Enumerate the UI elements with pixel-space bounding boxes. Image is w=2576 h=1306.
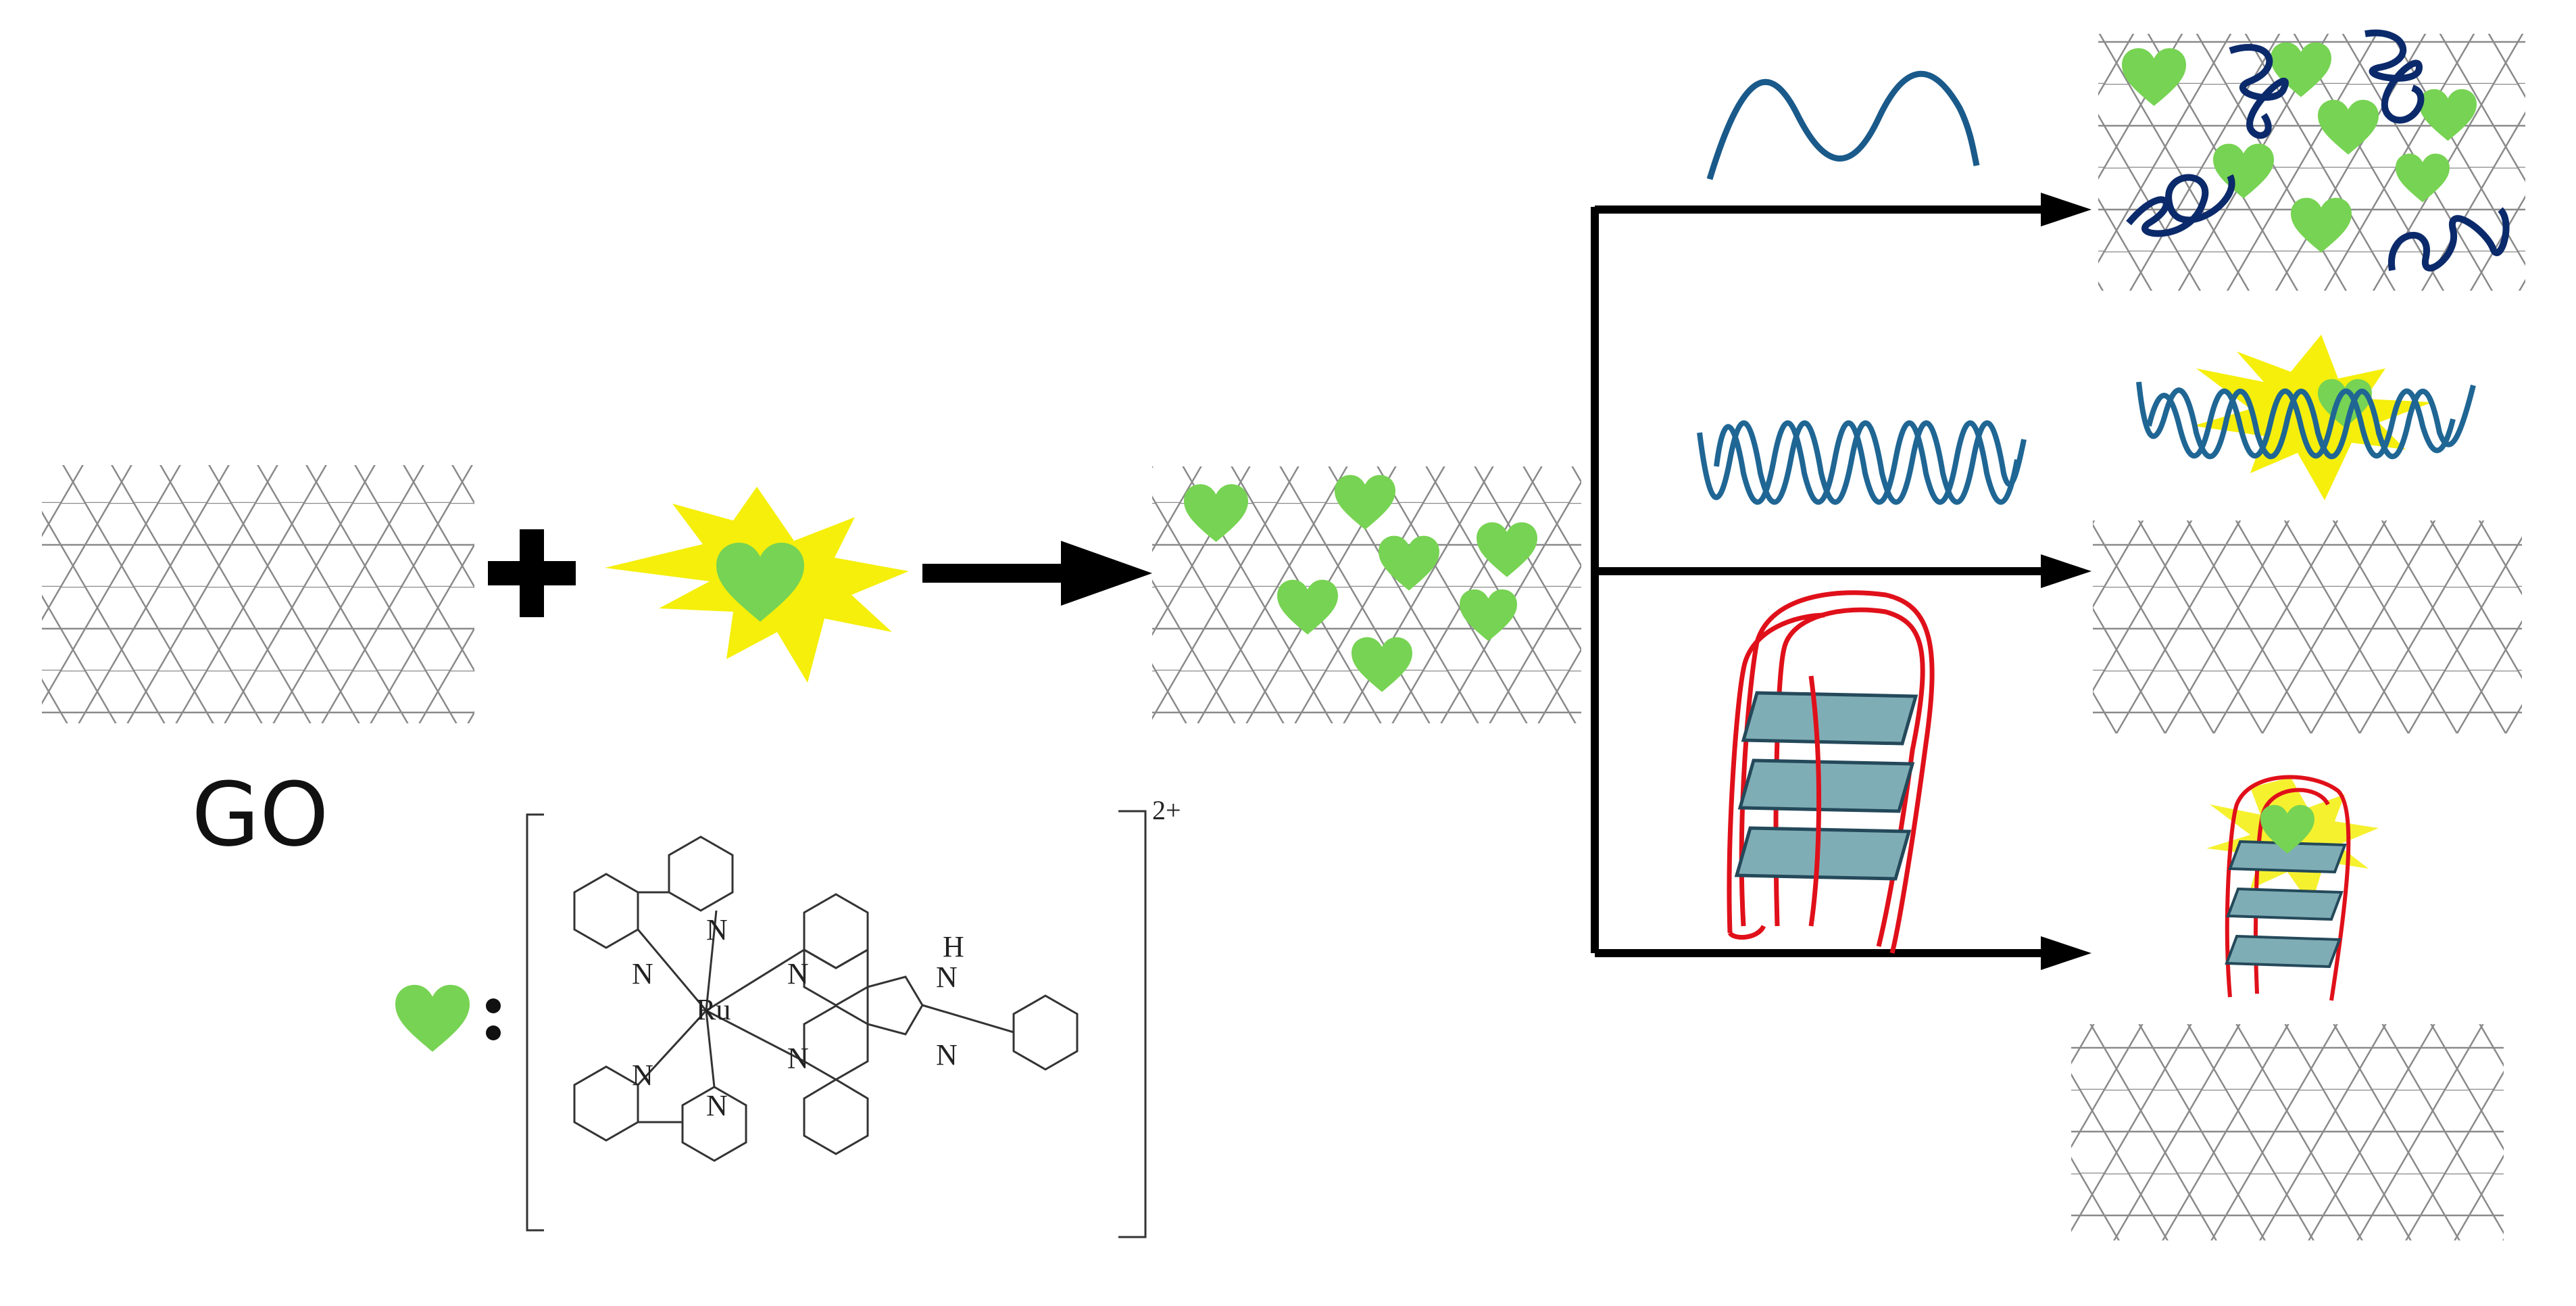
arrow-right-icon	[922, 541, 1152, 606]
svg-text:N: N	[632, 1059, 653, 1092]
structure-atom-labels: Ru N N N N N N N H N	[632, 913, 964, 1122]
go-ssdna-product	[2098, 29, 2525, 291]
svg-text:H: H	[943, 930, 964, 963]
g-quartet	[1737, 758, 1915, 813]
svg-text:N: N	[936, 1038, 958, 1071]
ssdna-strand	[2126, 174, 2235, 237]
ssdna-strand	[2388, 207, 2510, 272]
ssdna-strand	[1706, 70, 1980, 180]
svg-text:N: N	[787, 1042, 809, 1075]
ru-complex-structure	[526, 810, 1147, 1238]
dsdna-helix	[1697, 420, 2027, 505]
ssdna-strand	[2229, 44, 2289, 139]
complex-charge: 2+	[1152, 795, 1181, 825]
g-quadruplex	[1727, 590, 1935, 954]
luminescent-complex-icon	[605, 487, 909, 683]
dsdna-complex-product	[2093, 335, 2522, 733]
svg-text:N: N	[706, 913, 728, 946]
plus-icon	[488, 529, 576, 617]
legend-colon	[486, 998, 501, 1040]
svg-text:N: N	[787, 957, 809, 990]
graphene-oxide-sheet	[42, 465, 474, 723]
g4-complex-product	[2071, 775, 2504, 1240]
svg-text:N: N	[632, 957, 653, 990]
heart-icon	[395, 984, 470, 1052]
go-complex-sheet	[1152, 466, 1581, 723]
g-quartet	[1734, 826, 1912, 881]
svg-text:N: N	[936, 961, 958, 994]
branch-arrows	[1591, 205, 2054, 957]
g-quartet	[1741, 691, 1918, 746]
svg-text:Ru: Ru	[696, 993, 730, 1026]
go-label: GO	[191, 763, 328, 866]
svg-text:N: N	[706, 1089, 728, 1122]
ssdna-strand	[2364, 29, 2425, 124]
arrow-right-icon	[2041, 193, 2091, 970]
